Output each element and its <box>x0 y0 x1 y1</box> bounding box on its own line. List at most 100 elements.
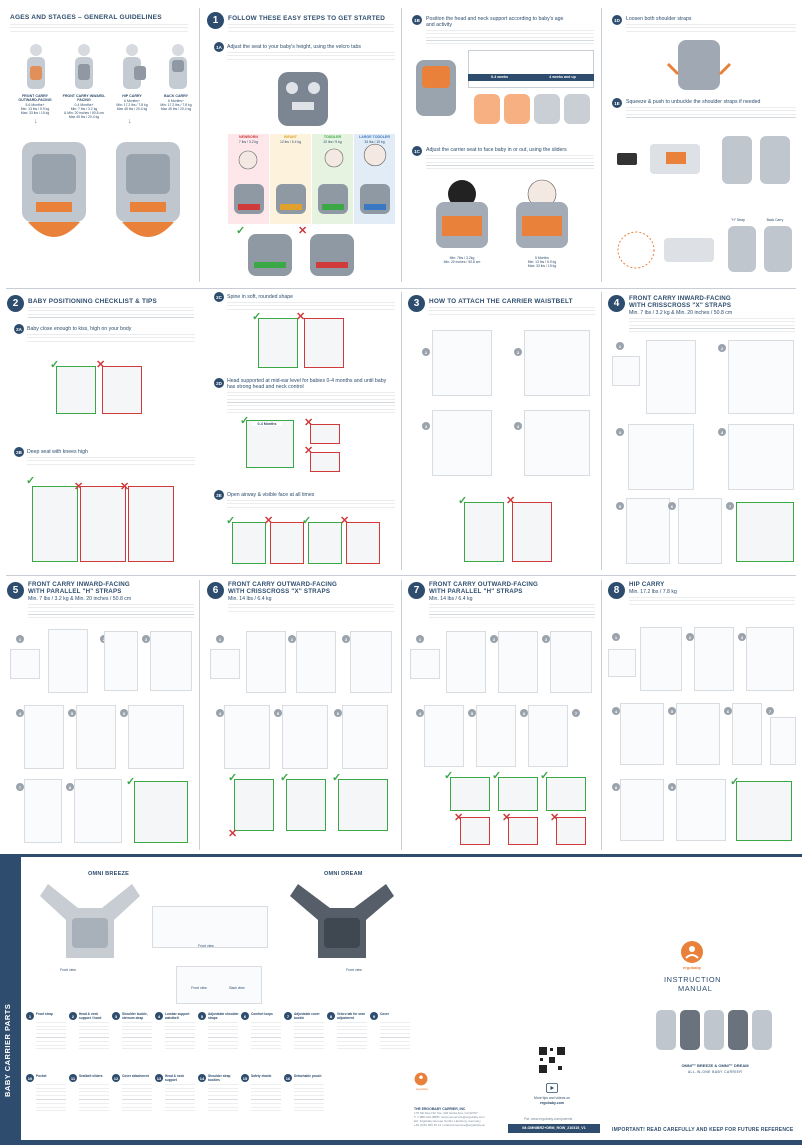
step-2b-title: Deep seat with knees high <box>27 449 88 455</box>
video-url[interactable]: ergobaby.com <box>539 1101 565 1105</box>
seat-in-label: Min: 7lbs / 3.2kg <box>449 256 475 260</box>
age-col-2-min2: & Min: 20 inches / 50.8 cm <box>64 111 104 115</box>
step-4-panel: 4 FRONT CARRY INWARD-FACING WITH CRISSCR… <box>602 290 802 574</box>
step-4-title-2: WITH CRISSCROSS "X" STRAPS <box>629 302 732 309</box>
age-col-2-max: Max 45 lbs / 20.4 kg <box>68 115 100 119</box>
carrier-silhouette-hip <box>114 42 150 92</box>
step-number-4: 4 <box>514 422 522 430</box>
arrow-down-icon: ↓ <box>34 118 38 125</box>
part-translation-lines <box>165 1022 195 1052</box>
cross-icon: ✕ <box>340 515 350 527</box>
step-1-title: FOLLOW THESE EASY STEPS TO GET STARTED <box>228 15 386 22</box>
incorrect-figure <box>304 318 344 368</box>
step-1c-text <box>426 155 594 171</box>
step-6-text <box>228 604 394 614</box>
step-1d-1e-panel: 1D Loosen both shoulder straps 1E Squeez… <box>602 0 802 287</box>
check-icon: ✓ <box>444 770 454 782</box>
carry-figure <box>626 498 670 564</box>
step-8-sub: Min. 17.2 lbs / 7.8 kg <box>629 589 677 595</box>
seat-out-label-2: Min: 13 lbs / 5.9 kg <box>527 260 557 264</box>
age-col-4-age: 6 Months+ <box>168 99 184 103</box>
check-icon: ✓ <box>332 772 342 784</box>
part-number: 4 <box>155 1012 163 1020</box>
document-code <box>508 1124 600 1133</box>
step-number-4: 4 <box>216 709 224 717</box>
cross-icon: ✕ <box>96 359 106 371</box>
step-2c-title: Spine in soft, rounded shape <box>227 294 294 300</box>
step-6-sub: Min. 14 lbs / 6.4 kg <box>228 596 272 602</box>
carry-figure <box>24 779 62 843</box>
step-1d-title: Loosen both shoulder straps <box>626 16 692 22</box>
back-carry-label: Back Carry <box>766 218 784 222</box>
part-number: 10 <box>26 1074 34 1082</box>
part-translation-lines <box>337 1022 367 1052</box>
part-number: 15 <box>241 1074 249 1082</box>
part-number: 14 <box>198 1074 206 1082</box>
brand-name-small: ergobaby <box>415 1087 429 1091</box>
carry-figure <box>732 703 762 765</box>
step-sub-badge: 2A <box>14 324 24 334</box>
buckle-figure <box>10 649 40 679</box>
part-number: 9 <box>370 1012 378 1020</box>
step-badge: 8 <box>608 582 625 599</box>
cross-icon: ✕ <box>228 828 238 840</box>
step-number-6: 6 <box>724 707 732 715</box>
correct-figure <box>232 522 266 564</box>
cross-icon: ✕ <box>74 481 84 493</box>
waistbelt-figure <box>524 410 590 476</box>
part-translation-lines <box>251 1022 281 1052</box>
step-number-5: 5 <box>274 709 282 717</box>
check-icon: ✓ <box>302 515 312 527</box>
step-sub-badge: 1B <box>412 15 422 25</box>
part-translation-lines <box>122 1022 152 1052</box>
part-translation-lines <box>122 1084 152 1114</box>
age-col-4-min: Min: 17.2 lbs / 7.8 kg <box>160 103 192 107</box>
carry-figure <box>676 779 726 841</box>
omni-breeze-diagram <box>34 878 146 966</box>
hood-options-box <box>468 50 594 88</box>
incorrect-figure <box>102 366 142 414</box>
correct-figure <box>234 779 274 831</box>
check-icon: ✓ <box>280 772 290 784</box>
step-number-5: 5 <box>68 709 76 717</box>
company-address-1: 175 SE Steel Str Ste. 302 Santa Ana, CA … <box>414 1111 478 1115</box>
step-5-title-2: WITH PARALLEL "H" STRAPS <box>28 588 122 595</box>
step-1b-text <box>426 30 594 44</box>
part-label: Adjustable cover buckle <box>294 1012 320 1020</box>
step-number-2: 2 <box>490 635 498 643</box>
baby-head-icon <box>236 148 260 172</box>
part-translation-lines <box>380 1022 410 1052</box>
incorrect-figure <box>556 817 586 845</box>
cross-icon: ✕ <box>506 495 516 507</box>
correct-figure <box>498 777 538 811</box>
step-1-panel: 1 FOLLOW THESE EASY STEPS TO GET STARTED… <box>200 0 400 287</box>
step-number-6: 6 <box>334 709 342 717</box>
part-label: Seatbelt sliders <box>79 1074 103 1078</box>
part-number: 6 <box>241 1012 249 1020</box>
carry-figure <box>424 705 464 767</box>
carry-figure <box>628 424 694 490</box>
part-label: Adjustable shoulder straps <box>208 1012 239 1020</box>
step-number-3: 3 <box>142 635 150 643</box>
carry-figure <box>640 627 682 691</box>
play-video-icon[interactable] <box>546 1080 558 1093</box>
divider-bar <box>0 854 802 858</box>
age-col-4-max: Max 45 lbs / 20.4 kg <box>160 107 192 111</box>
patents-text: Pat: www.ergobaby.com/patents <box>524 1117 573 1121</box>
part-label: Cover <box>380 1012 390 1016</box>
part-label: Comfort loops <box>251 1012 273 1016</box>
step-number-6: 6 <box>668 502 676 510</box>
carry-figure <box>476 705 516 767</box>
step-badge: 3 <box>408 295 425 312</box>
part-number: 16 <box>284 1074 292 1082</box>
cross-icon: ✕ <box>120 481 130 493</box>
step-5-sub: Min. 7 lbs / 3.2 kg & Min. 20 inches / 5… <box>28 596 132 602</box>
incorrect-figure <box>346 522 380 564</box>
step-1c-title: Adjust the carrier seat to face baby in … <box>426 147 567 153</box>
step-3-panel: 3 HOW TO ATTACH THE CARRIER WAISTBELT 1 … <box>402 290 600 574</box>
carry-figure <box>770 717 796 765</box>
brand-name: ergobaby <box>682 965 701 970</box>
part-translation-lines <box>79 1084 109 1114</box>
part-label: Detachable pouch <box>294 1074 322 1078</box>
front-view-label-4: Front view <box>191 986 207 990</box>
